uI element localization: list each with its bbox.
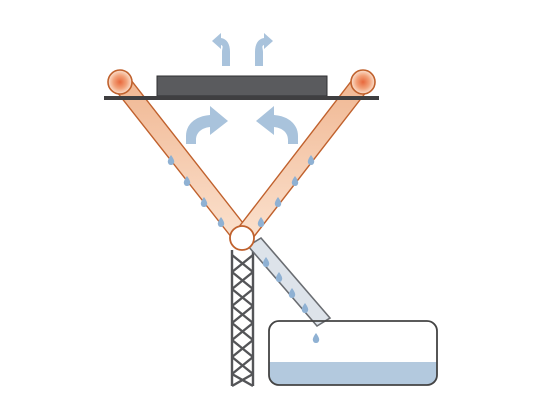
airflow-in-arrows bbox=[186, 106, 298, 144]
arrow-up-left-icon bbox=[212, 33, 230, 66]
water-tank bbox=[268, 320, 438, 386]
airflow-out-arrows bbox=[212, 33, 273, 66]
hot-plate bbox=[104, 75, 379, 100]
curved-arrow-right-icon bbox=[256, 106, 298, 144]
right-roller bbox=[350, 69, 376, 95]
curved-arrow-left-icon bbox=[186, 106, 228, 144]
left-belt bbox=[112, 73, 251, 244]
lower-hub bbox=[229, 225, 255, 251]
left-roller bbox=[107, 69, 133, 95]
right-belt bbox=[234, 73, 371, 244]
drain-belt bbox=[246, 236, 332, 328]
lattice-tower bbox=[230, 250, 255, 388]
droplet bbox=[312, 333, 320, 343]
arrow-up-right-icon bbox=[255, 33, 273, 66]
